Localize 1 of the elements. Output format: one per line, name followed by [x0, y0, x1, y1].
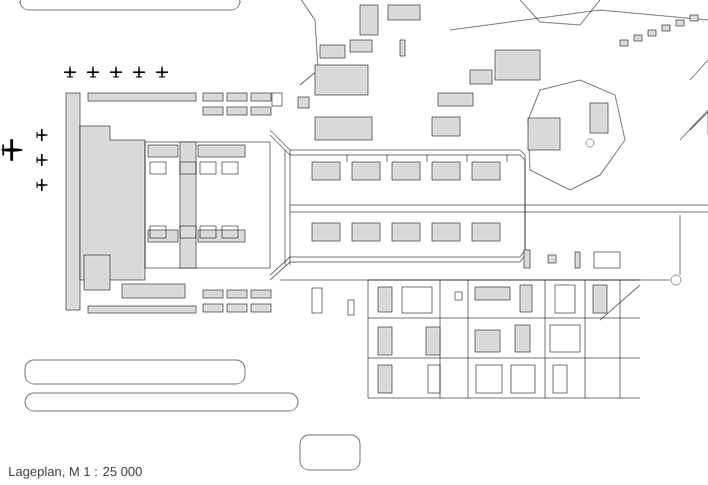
caption: Lageplan, M 1 : 25 000: [9, 466, 142, 479]
